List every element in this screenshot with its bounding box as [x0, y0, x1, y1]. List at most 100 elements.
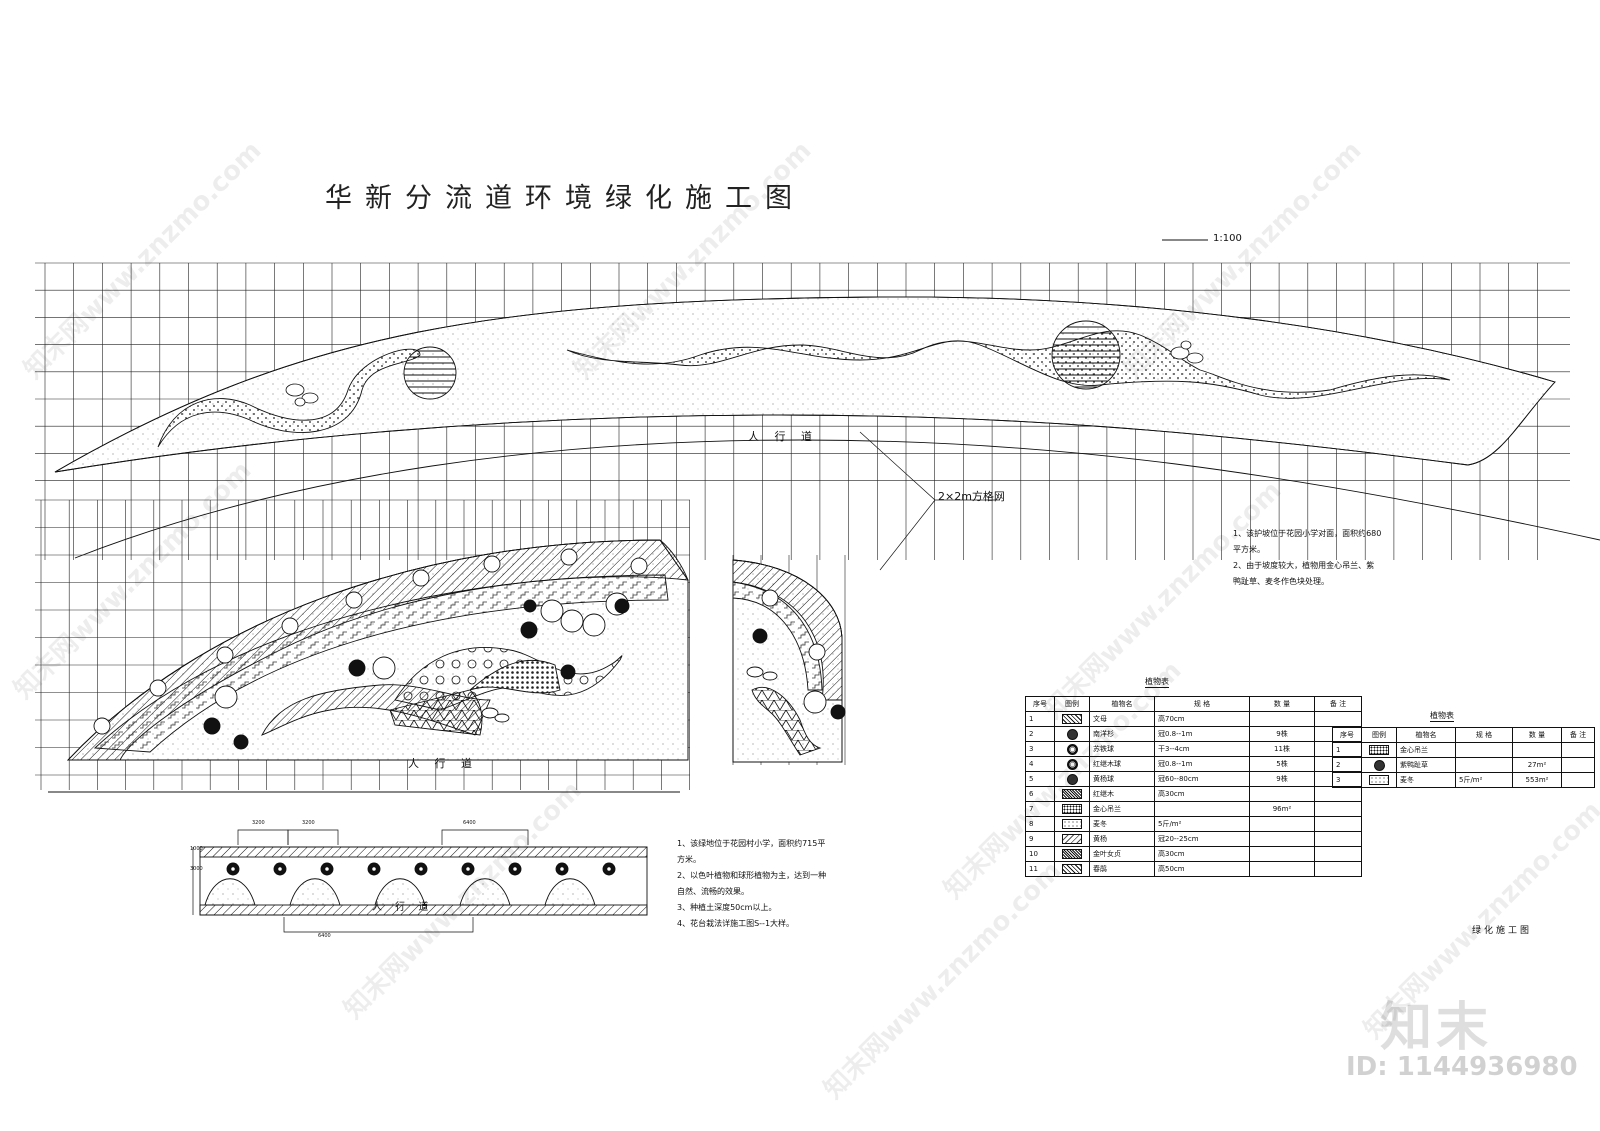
- dense-pattern-icon: [1062, 849, 1082, 859]
- legend-symbol-cell: [1361, 757, 1397, 773]
- plant-name-cell: 金心吊兰: [1396, 742, 1456, 758]
- spec-cell: 冠0.8--1m: [1154, 726, 1250, 742]
- col-header: 植物名: [1089, 696, 1155, 712]
- quantity-cell: 5株: [1249, 756, 1315, 772]
- footer-label: 绿化施工图: [1472, 926, 1533, 936]
- row-number-cell: 5: [1025, 771, 1055, 787]
- spec-cell: 5斤/m²: [1154, 816, 1250, 832]
- row-number-cell: 11: [1025, 861, 1055, 877]
- plant-name-cell: 文母: [1089, 711, 1155, 727]
- spec-cell: 干3--4cm: [1154, 741, 1250, 757]
- quantity-cell: [1249, 831, 1315, 847]
- tree-center: [324, 866, 330, 872]
- table-row: 1 金心吊兰: [1332, 742, 1595, 758]
- row-number-cell: 10: [1025, 846, 1055, 862]
- tree-center: [230, 866, 236, 872]
- table-header-row: 序号 图例 植物名 规 格 数 量 备 注: [1332, 727, 1595, 743]
- lower-right-bed: [732, 559, 846, 763]
- spec-cell: [1455, 742, 1513, 758]
- spec-cell: [1154, 801, 1250, 817]
- spec-cell: 高70cm: [1154, 711, 1250, 727]
- row-number-cell: 1: [1025, 711, 1055, 727]
- row-number-cell: 7: [1025, 801, 1055, 817]
- light-dots-icon: [1062, 819, 1082, 829]
- col-header: 图例: [1054, 696, 1090, 712]
- col-header: 数 量: [1512, 727, 1562, 743]
- row-number-cell: 2: [1332, 757, 1362, 773]
- plant-name-cell: 黄杨: [1089, 831, 1155, 847]
- road-label-strip: 人 行 道: [372, 902, 434, 913]
- upper-serpentine-beds: [157, 320, 1451, 448]
- col-header: 规 格: [1154, 696, 1250, 712]
- legend-symbol-cell: [1054, 741, 1090, 757]
- tree-center: [512, 866, 518, 872]
- note-cell: [1314, 711, 1362, 727]
- quantity-cell: [1249, 816, 1315, 832]
- note-line: 4、花台栽法详施工图S--1大样。: [677, 919, 795, 928]
- hatch-icon: [1062, 714, 1082, 724]
- legend-symbol-cell: [1054, 711, 1090, 727]
- quantity-cell: [1512, 742, 1562, 758]
- dots-pattern-icon: [1369, 745, 1389, 755]
- plant-name-cell: 紫鸭趾草: [1396, 757, 1456, 773]
- tree-center: [559, 866, 565, 872]
- quantity-cell: [1249, 786, 1315, 802]
- note-line: 1、该绿地位于花园村小学，面积约715平: [677, 839, 826, 848]
- note-line: 3、种植土深度50cm以上。: [677, 903, 777, 912]
- circle-dark-icon: [1066, 728, 1078, 740]
- hatch-icon: [1062, 864, 1082, 874]
- tree-center: [606, 866, 612, 872]
- note-cell: [1561, 757, 1595, 773]
- legend-symbol-cell: [1054, 846, 1090, 862]
- tree-center: [277, 866, 283, 872]
- col-header: 备 注: [1561, 727, 1595, 743]
- col-header: 备 注: [1314, 696, 1362, 712]
- note-cell: [1561, 772, 1595, 788]
- plant-name-cell: 金叶女贞: [1089, 846, 1155, 862]
- legend-symbol-cell: [1054, 771, 1090, 787]
- quantity-cell: 96m²: [1249, 801, 1315, 817]
- dim-label: 6400: [318, 933, 331, 939]
- col-header: 序号: [1332, 727, 1362, 743]
- notes-lower: 1、该绿地位于花园村小学，面积约715平 方米。 2、以色叶植物和球形植物为主，…: [677, 836, 826, 932]
- wave-pattern-icon: [1062, 834, 1082, 844]
- note-line: 鸭趾草、麦冬作色块处理。: [1233, 577, 1329, 586]
- light-dots-icon: [1369, 775, 1389, 785]
- dim-label: 3000: [190, 866, 203, 872]
- row-number-cell: 1: [1332, 742, 1362, 758]
- spec-cell: 5斤/m²: [1455, 772, 1513, 788]
- dim-label: 3200: [302, 820, 315, 826]
- quantity-cell: 553m²: [1512, 772, 1562, 788]
- plant-name-cell: 麦冬: [1396, 772, 1456, 788]
- grid-label: 2×2m方格网: [938, 490, 1005, 503]
- circle-dark-icon: [1066, 773, 1078, 785]
- note-cell: [1561, 742, 1595, 758]
- row-number-cell: 9: [1025, 831, 1055, 847]
- dim-label: 6400: [463, 820, 476, 826]
- spec-cell: 高30cm: [1154, 846, 1250, 862]
- dense-pattern-icon: [1062, 789, 1082, 799]
- note-line: 1、该护坡位于花园小学对面，面积约680: [1233, 529, 1382, 538]
- col-header: 序号: [1025, 696, 1055, 712]
- road-label-upper: 人 行 道: [748, 430, 818, 443]
- plant-name-cell: 麦冬: [1089, 816, 1155, 832]
- table-row: 10 金叶女贞高30cm: [1025, 846, 1362, 862]
- note-line: 方米。: [677, 855, 701, 864]
- lower-left-trees: [93, 548, 648, 750]
- notes-upper: 1、该护坡位于花园小学对面，面积约680 平方米。 2、由于坡度较大，植物用金心…: [1233, 526, 1381, 590]
- note-line: 2、由于坡度较大，植物用金心吊兰、紫: [1233, 561, 1375, 570]
- dim-label: 1000: [190, 846, 203, 852]
- spec-cell: 高50cm: [1154, 861, 1250, 877]
- tree-center: [465, 866, 471, 872]
- note-line: 平方米。: [1233, 545, 1265, 554]
